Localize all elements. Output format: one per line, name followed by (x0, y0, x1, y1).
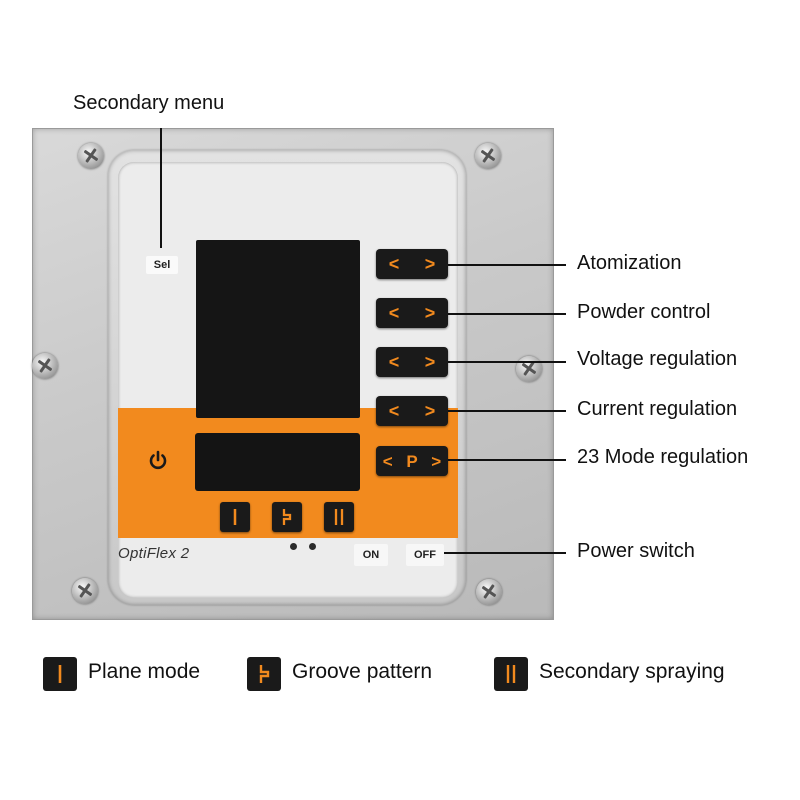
legend-plane-mode-label: Plane mode (88, 660, 201, 683)
callout-secondary-menu: Secondary menu (73, 92, 225, 114)
mode-regulation-button[interactable]: < P > (376, 446, 448, 476)
secondary-spraying-icon (334, 509, 344, 525)
screw-bottom-left-icon (72, 578, 98, 604)
leader-line-current-regulation (448, 410, 566, 412)
secondary-spraying-button[interactable] (324, 502, 354, 532)
secondary-display (195, 433, 360, 491)
screw-top-right-icon (475, 143, 501, 169)
status-dot (290, 543, 297, 550)
callout-powder-control: Powder control (577, 301, 711, 323)
chevron-right-icon: > (424, 303, 436, 323)
plane-mode-icon (233, 509, 237, 525)
screw-mid-right-icon (516, 356, 542, 382)
sel-button[interactable]: Sel (146, 256, 178, 274)
current-regulation-adjust-button[interactable]: < > (376, 396, 448, 426)
leader-line-powder-control (448, 313, 566, 315)
screw-bottom-right-icon (476, 579, 502, 605)
powder-control-adjust-button[interactable]: < > (376, 298, 448, 328)
legend-secondary-spraying-label: Secondary spraying (539, 660, 725, 683)
chevron-right-icon: > (424, 401, 436, 421)
chevron-right-icon: > (424, 352, 436, 372)
groove-pattern-icon (282, 509, 292, 525)
callout-mode-regulation: 23 Mode regulation (577, 446, 749, 468)
leader-line-atomization (448, 264, 566, 266)
brand-label: OptiFlex 2 (118, 545, 190, 562)
callout-power-switch: Power switch (577, 540, 695, 562)
legend-groove-pattern-label: Groove pattern (292, 660, 433, 683)
leader-line-power-switch (444, 552, 566, 554)
groove-pattern-button[interactable] (272, 502, 302, 532)
voltage-regulation-adjust-button[interactable]: < > (376, 347, 448, 377)
p-label: P (406, 451, 418, 471)
leader-line-secondary-menu (160, 128, 162, 248)
chevron-right-icon: > (431, 451, 442, 471)
atomization-adjust-button[interactable]: < > (376, 249, 448, 279)
legend-secondary-spraying-icon (494, 657, 528, 691)
screw-mid-left-icon (32, 353, 58, 379)
chevron-right-icon: > (424, 254, 436, 274)
power-icon[interactable] (146, 448, 170, 472)
chevron-left-icon: < (388, 254, 400, 274)
plane-mode-button[interactable] (220, 502, 250, 532)
legend-groove-pattern-icon (247, 657, 281, 691)
chevron-left-icon: < (382, 451, 393, 471)
on-button[interactable]: ON (354, 544, 388, 566)
legend-plane-mode-icon (43, 657, 77, 691)
callout-atomization: Atomization (577, 252, 682, 274)
off-button[interactable]: OFF (406, 544, 444, 566)
status-dot (309, 543, 316, 550)
callout-voltage-regulation: Voltage regulation (577, 348, 738, 370)
callout-current-regulation: Current regulation (577, 398, 738, 420)
leader-line-mode-regulation (448, 459, 566, 461)
leader-line-voltage-regulation (448, 361, 566, 363)
chevron-left-icon: < (388, 352, 400, 372)
main-lcd-display (196, 240, 360, 418)
chevron-left-icon: < (388, 401, 400, 421)
chevron-left-icon: < (388, 303, 400, 323)
screw-top-left-icon (78, 143, 104, 169)
